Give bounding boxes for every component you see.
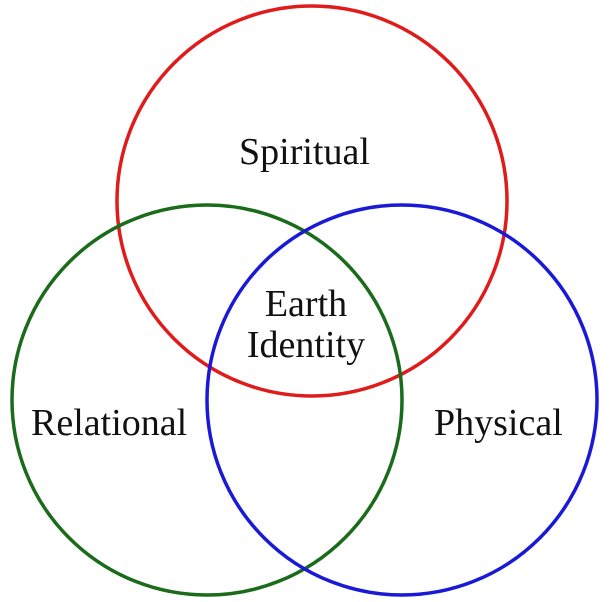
- center-label-line2: Identity: [246, 324, 366, 367]
- spiritual-circle: [115, 4, 509, 398]
- center-label-line1: Earth: [264, 283, 348, 325]
- relational-label: Relational: [31, 402, 188, 444]
- center-label: Earth Identity: [236, 283, 376, 367]
- physical-label: Physical: [434, 402, 563, 444]
- spiritual-label: Spiritual: [239, 131, 370, 173]
- relational-circle: [10, 203, 404, 597]
- physical-circle: [205, 203, 599, 597]
